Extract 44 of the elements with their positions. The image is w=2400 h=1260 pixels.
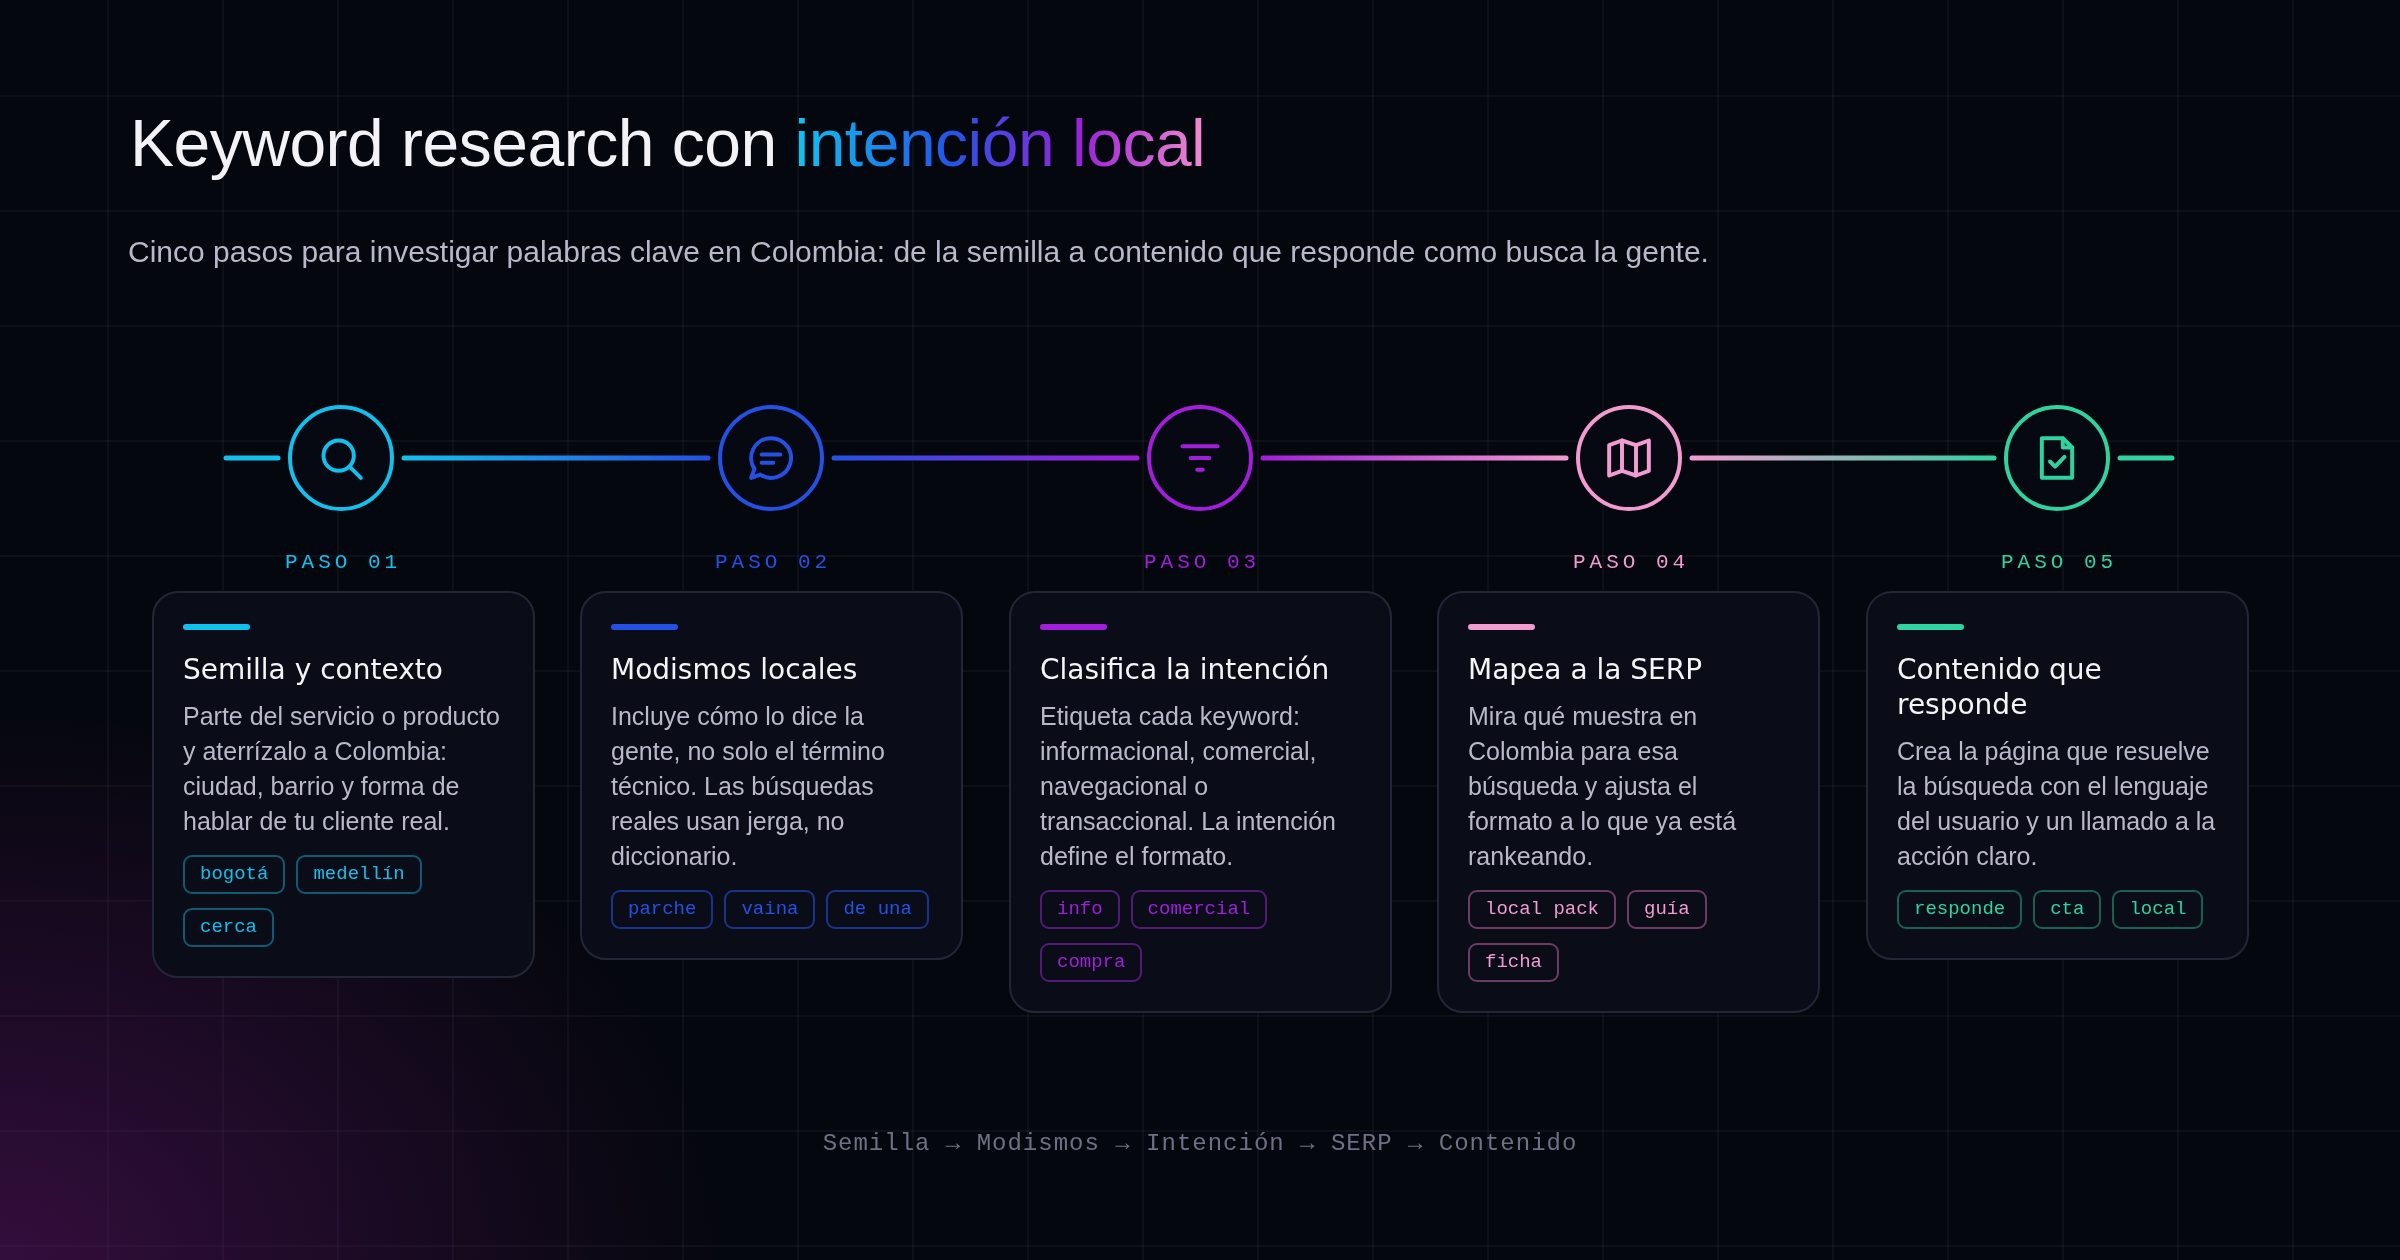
keyword-tag: local pack xyxy=(1468,890,1617,929)
keyword-tag: comercial xyxy=(1130,890,1268,929)
step-number: PASO 01 xyxy=(285,551,402,575)
step-card xyxy=(1866,591,2249,960)
step-card xyxy=(580,591,963,960)
step-description: Incluye cómo lo dice la gente, no solo el término técnico. Las búsquedas reales usan jerga, no diccionario. xyxy=(611,701,886,872)
step-title: Modismos locales xyxy=(611,652,859,687)
step-card xyxy=(1437,591,1820,1013)
title: Keyword research con intención local xyxy=(130,105,1206,182)
keyword-tag: cta xyxy=(2033,890,2102,929)
keyword-tag: vaina xyxy=(724,890,816,929)
step-card xyxy=(1009,591,1392,1013)
step-number: PASO 05 xyxy=(2001,551,2118,575)
keyword-tag: medellín xyxy=(296,855,422,894)
subtitle: Cinco pasos para investigar palabras clave en Colombia: de la semilla a contenido que responde como busca la gente. xyxy=(128,234,1709,270)
connector-line xyxy=(831,455,1140,461)
connector-line xyxy=(2117,455,2175,461)
step-description: Parte del servicio o producto y aterrízalo a Colombia: ciudad, barrio y forma de hablar de tu cliente real. xyxy=(183,701,501,837)
step-description: Crea la página que resuelve la búsqueda con el lenguaje del usuario y un llamado a la acción claro. xyxy=(1897,736,2217,872)
connector-line xyxy=(401,455,711,461)
step-number: PASO 02 xyxy=(715,551,832,575)
keyword-tag: local xyxy=(2112,890,2204,929)
connector-line xyxy=(1689,455,1997,461)
footer-caption: Semilla → Modismos → Intención → SERP → Contenido xyxy=(822,1130,1578,1158)
keyword-tag: cerca xyxy=(183,908,274,947)
keyword-tag: info xyxy=(1040,890,1120,929)
step-title: Clasifica la intención xyxy=(1040,652,1331,687)
keyword-tag: compra xyxy=(1040,943,1143,982)
keyword-tag: de una xyxy=(826,890,929,929)
step-number: PASO 03 xyxy=(1144,551,1261,575)
step-description: Etiqueta cada keyword: informacional, comercial, navegacional o transaccional. La intención define el formato. xyxy=(1040,701,1338,872)
step-number: PASO 04 xyxy=(1573,551,1690,575)
step-title: Contenido que responde xyxy=(1897,652,2103,722)
step-title: Semilla y contexto xyxy=(183,652,444,687)
step-description: Mira qué muestra en Colombia para esa búsqueda y ajusta el formato a lo que ya está rankeando. xyxy=(1468,701,1738,872)
keyword-tag: parche xyxy=(611,890,714,929)
step-title: Mapea a la SERP xyxy=(1468,652,1704,687)
keyword-tag: responde xyxy=(1897,890,2023,929)
keyword-tag: guía xyxy=(1627,890,1707,929)
keyword-tag: bogotá xyxy=(183,855,286,894)
keyword-tag: ficha xyxy=(1468,943,1559,982)
connector-line xyxy=(223,455,281,461)
step-card xyxy=(152,591,535,978)
connector-line xyxy=(1260,455,1569,461)
